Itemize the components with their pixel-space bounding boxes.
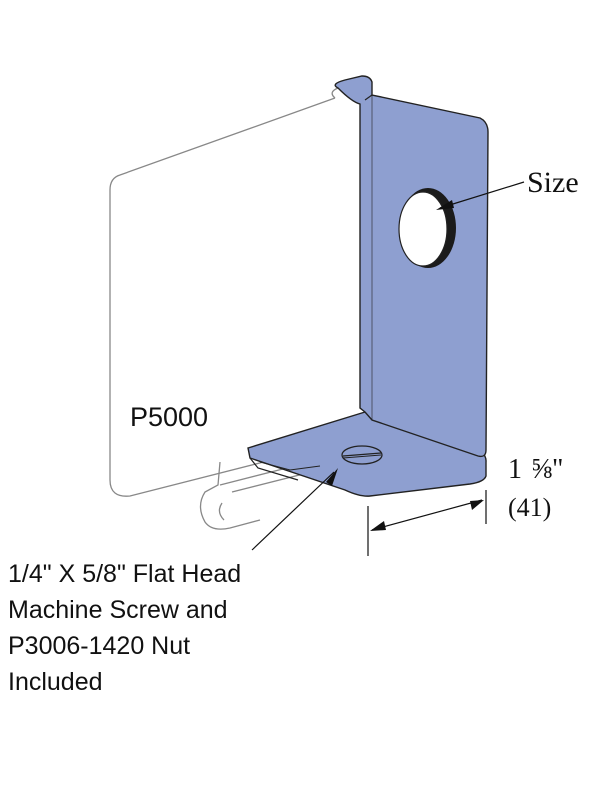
strut-channel	[109, 87, 351, 530]
dimension-imperial-unit: "	[552, 454, 563, 485]
hole-size-label: Size	[527, 166, 579, 199]
screw-head	[341, 445, 383, 465]
hardware-note: 1/4" X 5/8" Flat Head Machine Screw and …	[8, 556, 338, 700]
hardware-note-line: Included	[8, 668, 103, 696]
dimension-imperial: 1 ⅝"	[508, 454, 563, 485]
screw-leader	[251, 468, 338, 551]
dimension-lines	[367, 490, 487, 556]
bracket-upright	[334, 75, 489, 458]
channel-label: P5000	[130, 402, 208, 432]
dimension-metric: (41)	[508, 493, 551, 522]
size-leader	[436, 181, 525, 210]
dimension-imperial-fraction: ⅝	[531, 454, 552, 485]
mounting-hole	[398, 188, 456, 268]
hardware-note-line: Machine Screw and	[8, 596, 228, 624]
hardware-note-line: P3006-1420 Nut	[8, 632, 191, 660]
hardware-note-line: 1/4" X 5/8" Flat Head	[8, 560, 242, 588]
dimension-imperial-whole: 1	[508, 454, 522, 485]
